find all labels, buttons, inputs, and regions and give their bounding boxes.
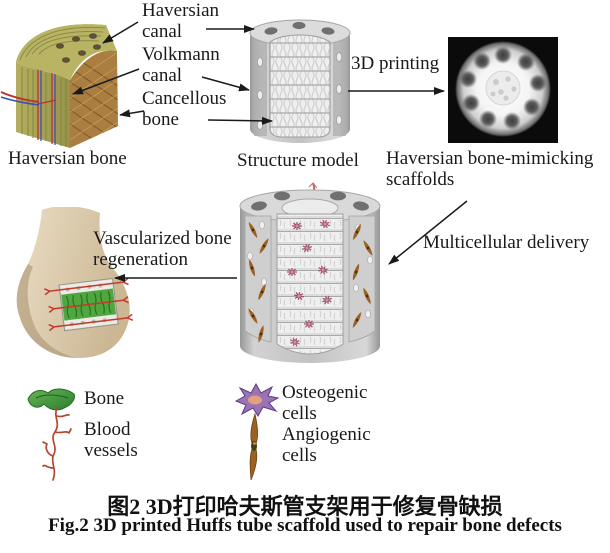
- repaired-bone-illustration: [16, 207, 134, 359]
- legend-label-angiogenic-cells: Angiogenic cells: [282, 424, 371, 466]
- figure-caption-chinese: 图2 3D打印哈夫斯管支架用于修复骨缺损: [107, 494, 503, 519]
- legend-label-blood-vessels: Blood vessels: [84, 419, 138, 461]
- label-multicellular-delivery: Multicellular delivery: [423, 232, 590, 253]
- legend-label-bone: Bone: [84, 388, 125, 409]
- vessels-through-patch: [44, 277, 134, 332]
- top-holes: [251, 191, 369, 211]
- angiogenic-cells-in-scaffold: [248, 222, 373, 343]
- cutaway-interior: [269, 34, 331, 138]
- haversian-bone-illustration: [0, 24, 118, 149]
- caption-haversian-bone: Haversian bone: [8, 148, 127, 169]
- bone-shadow: [16, 264, 76, 358]
- label-cancellous-bone: Cancellous bone: [142, 88, 227, 130]
- legend-label-osteogenic-cells: Osteogenic cells: [282, 382, 368, 424]
- multicellular-scaffold-illustration: [239, 182, 381, 363]
- label-vascularized-regeneration: Vascularized bone regeneration: [93, 228, 232, 270]
- label-haversian-canal: Haversian canal: [142, 0, 220, 42]
- top-holes: [264, 21, 335, 35]
- scaffold-center-texture: [485, 70, 521, 106]
- cutaway-interior: [276, 213, 344, 355]
- label-volkmann-canal: Volkmann canal: [142, 44, 220, 86]
- caption-scaffolds: Haversian bone-mimicking scaffolds: [386, 148, 594, 190]
- scaffold-cross-section-photo: [448, 37, 558, 143]
- figure-caption-english: Fig.2 3D printed Huffs tube scaffold use…: [48, 515, 562, 536]
- bone-icon: [27, 388, 75, 411]
- osteon-holes: [56, 33, 101, 63]
- angiogenic-cells-icon: [249, 412, 259, 481]
- blood-vessels-icon: [42, 407, 72, 481]
- osteogenic-cells-in-scaffold: [287, 219, 332, 347]
- channel-holes: [257, 52, 342, 130]
- label-3d-printing: 3D printing: [351, 53, 440, 74]
- caption-structure-model: Structure model: [237, 150, 359, 171]
- osteogenic-cells-icon: [234, 383, 280, 417]
- scaffold-holes: [459, 46, 547, 130]
- volkmann-vessel: [0, 91, 57, 106]
- structure-model-illustration: [249, 19, 351, 143]
- implanted-scaffold-patch: [44, 277, 134, 332]
- lamellar-front-face: [16, 62, 70, 148]
